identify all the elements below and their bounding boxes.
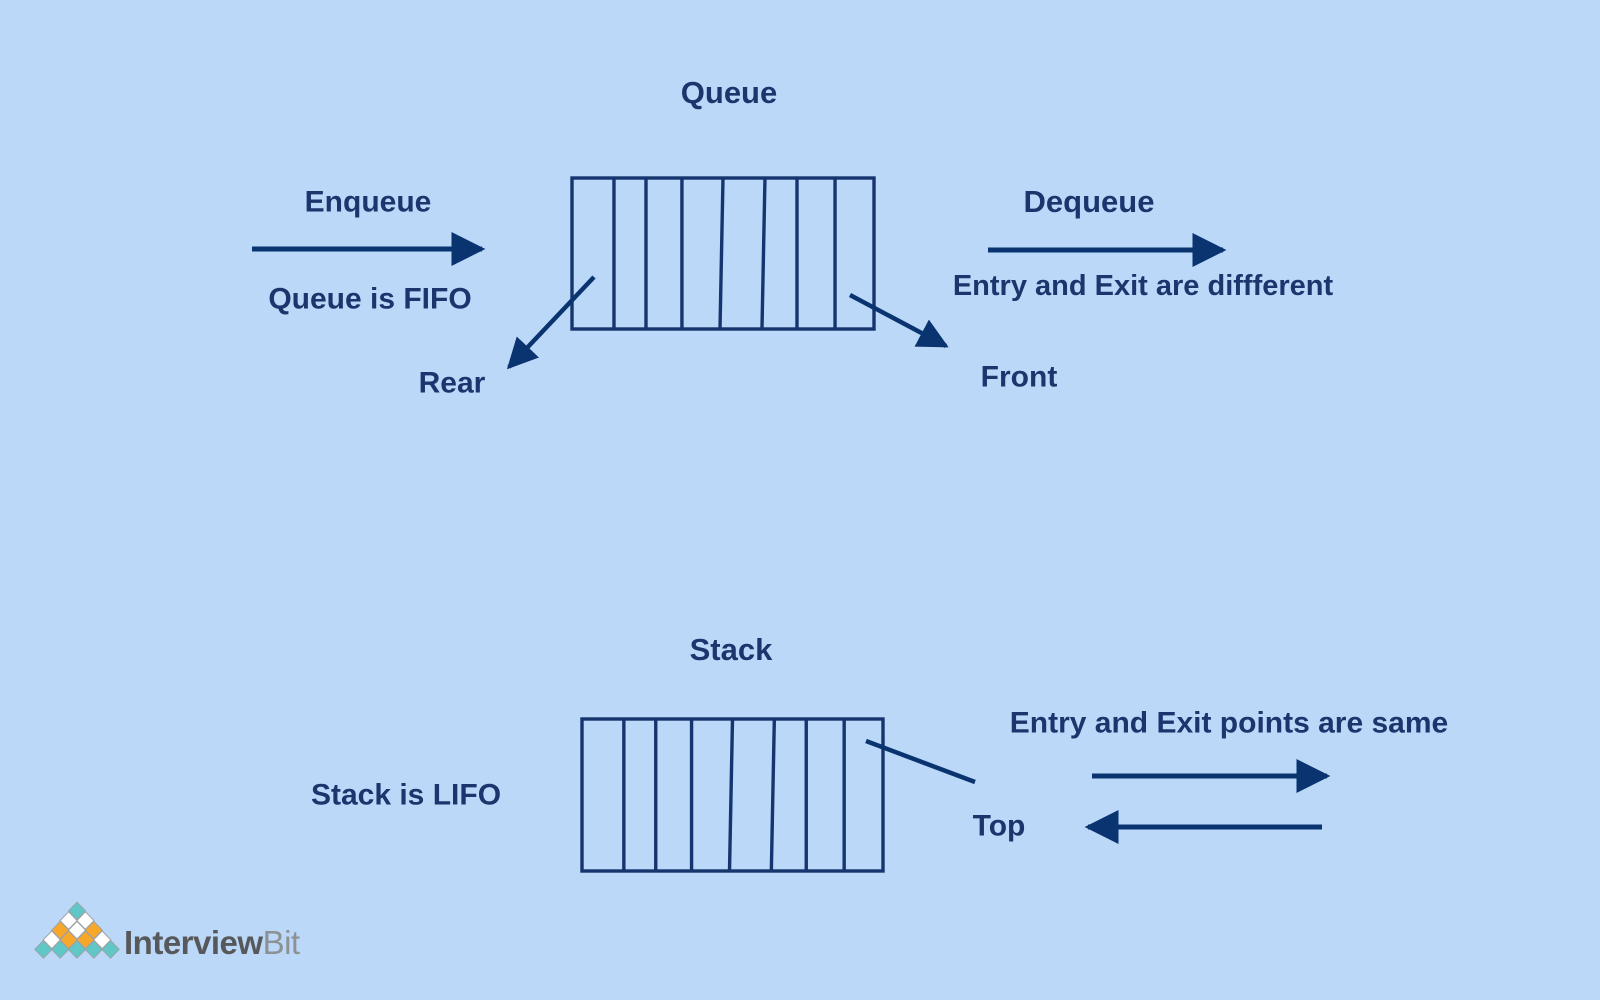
queue-exit-note: Entry and Exit are diffferent: [952, 270, 1334, 303]
interviewbit-logo-icon: [34, 901, 120, 959]
interviewbit-wordmark: InterviewBit: [124, 924, 300, 962]
logo-diamond: [101, 939, 120, 959]
queue-cell-dividers: [612, 177, 837, 330]
brand-name-second: Bit: [262, 924, 301, 961]
queue-fifo-note: Queue is FIFO: [268, 282, 472, 316]
stack-title: Stack: [689, 631, 773, 667]
enqueue-label: Enqueue: [304, 185, 432, 219]
front-pointer-arrow-icon: [848, 293, 949, 348]
logo-diamond: [34, 939, 53, 959]
brand-name-first: Interview: [124, 924, 263, 961]
stack-cell-dividers: [622, 718, 846, 872]
logo-diamond: [50, 939, 70, 959]
queue-title: Queue: [680, 74, 778, 110]
front-label: Front: [980, 360, 1058, 394]
top-label: Top: [972, 809, 1026, 843]
stack-lifo-note: Stack is LIFO: [310, 778, 502, 812]
logo-diamond: [67, 939, 87, 959]
top-pointer-line: [865, 738, 976, 785]
queue-diagram: [252, 176, 1227, 370]
rear-label: Rear: [418, 366, 486, 400]
stack-diagram: [580, 717, 1331, 873]
stack-exit-note: Entry and Exit points are same: [1009, 706, 1449, 740]
dequeue-label: Dequeue: [1023, 183, 1155, 219]
rear-pointer-arrow-icon: [506, 275, 596, 370]
logo-diamond: [84, 939, 104, 959]
